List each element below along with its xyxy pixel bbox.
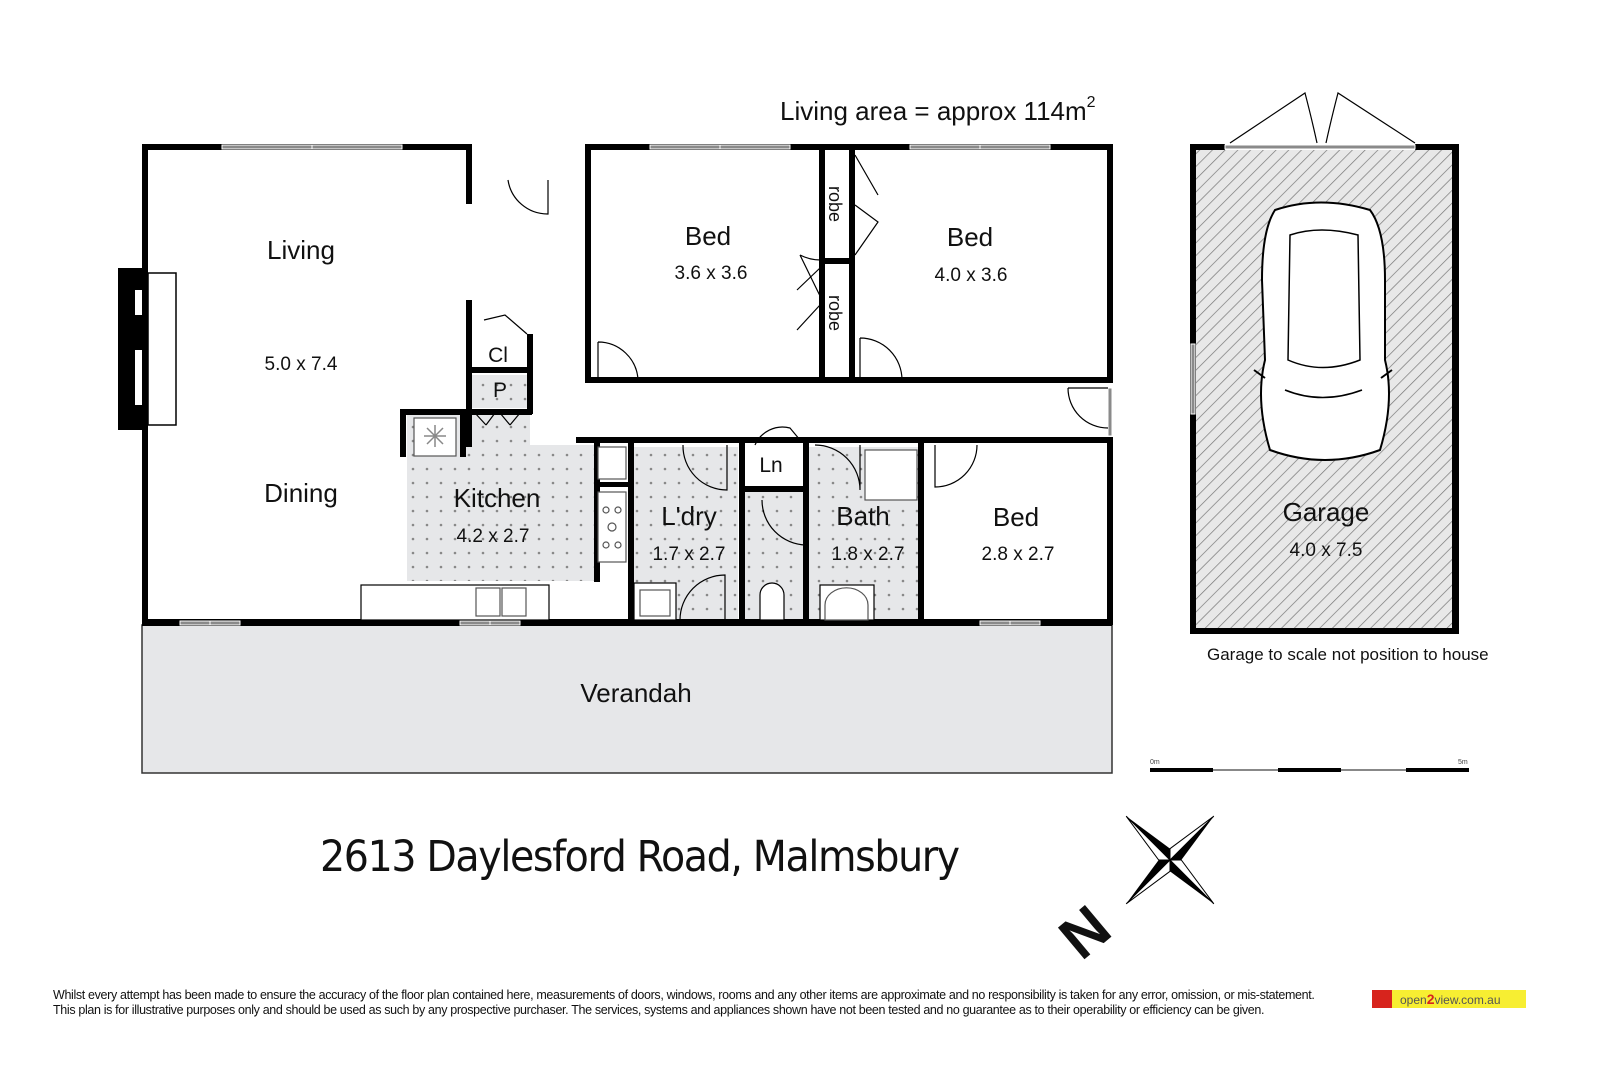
disclaimer-line-2: This plan is for illustrative purposes o… [53,1003,1265,1017]
scale-start-label: 0m [1150,759,1160,766]
room-laundry-dims: 1.7 x 2.7 [653,544,726,565]
room-kitchen-name: Kitchen [454,483,541,513]
property-address: 2613 Daylesford Road, Malmsbury [320,832,960,882]
kitchen-fan-icon [424,425,446,447]
logo-highlight: 2 [1426,991,1435,1007]
room-bed1-dims: 3.6 x 3.6 [675,263,748,284]
room-bed3-name: Bed [993,502,1039,532]
verandah-area [141,624,1113,774]
room-bath-name: Bath [836,501,890,531]
room-robe1-name: robe [825,186,845,222]
room-garage-dims: 4.0 x 7.5 [1290,540,1363,561]
garage-note: Garage to scale not position to house [1207,645,1489,664]
logo-text: open2view.com.au [1392,990,1526,1008]
room-laundry-name: L'dry [661,501,717,531]
car-icon [1253,201,1393,461]
living-area-superscript: 2 [1086,94,1096,111]
open2view-logo: open2view.com.au [1372,990,1526,1008]
logo-prefix: open [1400,993,1427,1007]
disclaimer: Whilst every attempt has been made to en… [53,988,1315,1018]
room-living-name: Living [267,235,335,265]
compass-icon [1125,815,1215,905]
logo-suffix: view.com.au [1434,993,1501,1007]
room-bath-dims: 1.8 x 2.7 [832,544,905,565]
disclaimer-line-1: Whilst every attempt has been made to en… [53,988,1315,1002]
fixtures [360,417,918,621]
room-bed2-dims: 4.0 x 3.6 [935,265,1008,286]
room-bed3-dims: 2.8 x 2.7 [982,544,1055,565]
room-garage-name: Garage [1283,497,1370,527]
room-kitchen-dims: 4.2 x 2.7 [457,526,530,547]
room-pantry-name: P [493,379,507,402]
room-bed1-name: Bed [685,221,731,251]
room-bed2-name: Bed [947,222,993,252]
logo-mark-icon [1372,990,1392,1008]
scale-end-label: 5m [1458,759,1468,766]
room-robe2-name: robe [825,295,845,331]
door-swings [474,92,1416,621]
room-linen-name: Ln [759,454,782,477]
room-living-dims: 5.0 x 7.4 [265,354,338,375]
room-verandah-name: Verandah [580,678,691,708]
living-area-label: Living area = approx 114m2 [780,94,1096,127]
room-cloak-name: Cl [488,344,508,367]
room-dining-name: Dining [264,478,338,508]
fireplace [118,268,177,430]
scale-bar [1150,768,1469,772]
living-area-text: Living area = approx 114m [780,96,1087,126]
compass-north-label: N [1047,893,1123,972]
windows [179,144,1416,626]
